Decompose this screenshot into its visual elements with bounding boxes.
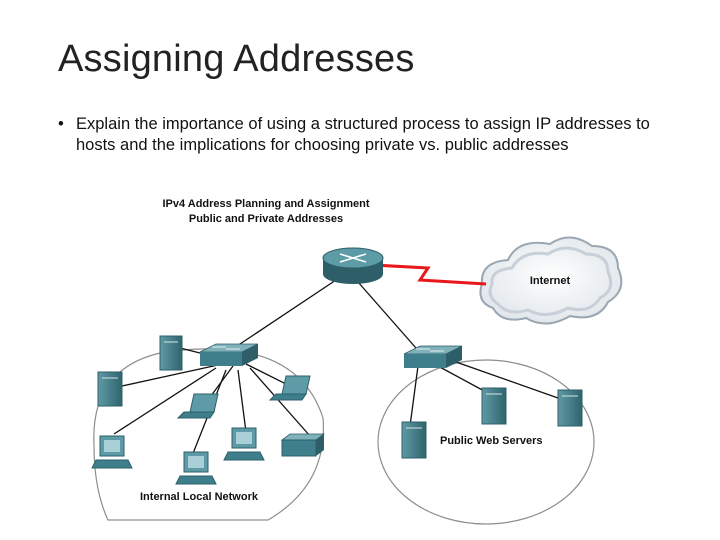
desktop-icon: [175, 451, 217, 485]
slide-title: Assigning Addresses: [58, 38, 415, 80]
desktop-icon: [91, 435, 133, 469]
public-servers-label: Public Web Servers: [440, 435, 543, 447]
server-icon: [557, 389, 583, 427]
laptop-icon: [176, 393, 219, 419]
internal-network-zone: [93, 348, 324, 521]
bullet-list: • Explain the importance of using a stru…: [58, 114, 658, 156]
bullet-item: • Explain the importance of using a stru…: [58, 114, 658, 156]
server-icon: [401, 421, 427, 459]
internet-label: Internet: [530, 275, 571, 287]
laptop-icon: [268, 375, 311, 401]
diagram-title-line1: IPv4 Address Planning and Assignment: [162, 198, 369, 210]
public-servers-zone: [377, 359, 595, 525]
server-icon: [97, 371, 123, 407]
wan-link: [372, 263, 487, 286]
server-icon: [481, 387, 507, 425]
bullet-marker: •: [58, 115, 64, 133]
server-icon: [159, 335, 183, 371]
switch-icon: [403, 345, 463, 368]
cloud-icon: [479, 236, 623, 325]
printer-icon: [280, 433, 326, 457]
network-diagram: IPv4 Address Planning and Assignment Pub…: [91, 198, 623, 525]
internal-network-label: Internal Local Network: [140, 491, 259, 503]
diagram-title-line2: Public and Private Addresses: [189, 213, 343, 225]
switch-icon: [199, 343, 259, 366]
router-icon: [322, 247, 384, 284]
bullet-text: Explain the importance of using a struct…: [76, 115, 650, 154]
desktop-icon: [223, 427, 265, 461]
